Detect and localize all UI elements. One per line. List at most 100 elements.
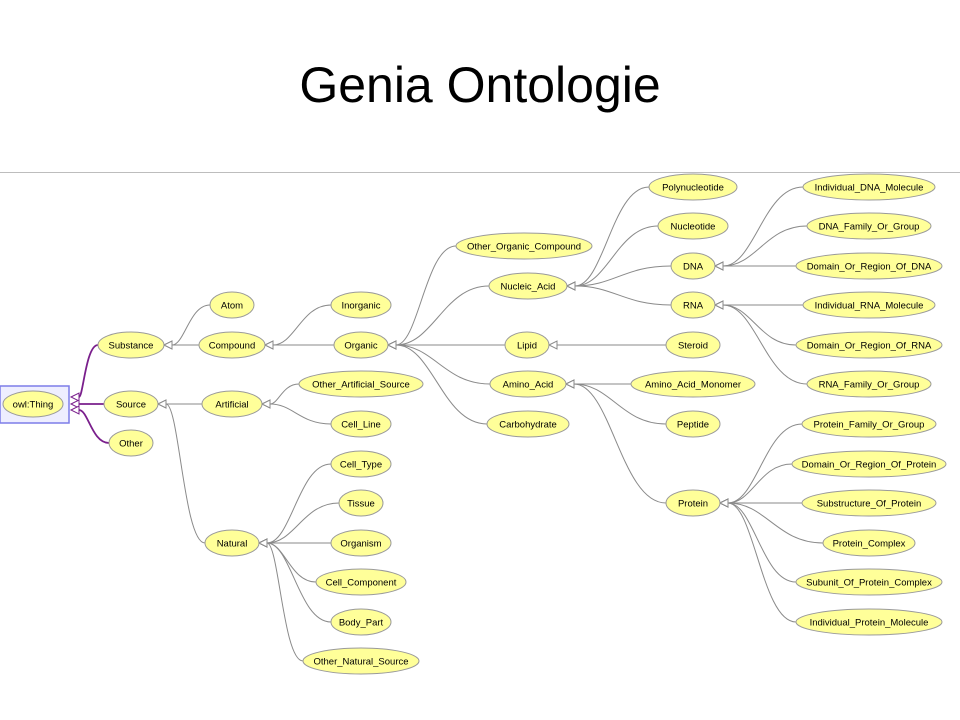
node-domain-or-region-of-dna[interactable]: Domain_Or_Region_Of_DNA [795,252,943,280]
node-organism[interactable]: Organism [330,529,392,557]
node-label: owl:Thing [13,400,54,411]
node-ellipse [108,429,154,457]
node-carbohydrate[interactable]: Carbohydrate [486,410,570,438]
node-body-part[interactable]: Body_Part [330,608,392,636]
node-other-artificial-source[interactable]: Other_Artificial_Source [298,370,424,398]
node-atom[interactable]: Atom [209,291,255,319]
node-ellipse [486,410,570,438]
node-dna-family-or-group[interactable]: DNA_Family_Or_Group [806,212,932,240]
node-ellipse [209,291,255,319]
node-ellipse [791,450,947,478]
node-protein-complex[interactable]: Protein_Complex [822,529,916,557]
node-ellipse [802,173,936,201]
node-protein[interactable]: Protein [665,489,721,517]
node-nucleotide[interactable]: Nucleotide [657,212,729,240]
node-ellipse [806,212,932,240]
node-ellipse [330,410,392,438]
node-ellipse [455,232,593,260]
edge-polynucleotide-to-nucleic_acid [574,186,650,287]
node-dna[interactable]: DNA [670,252,716,280]
node-label: Compound [209,341,255,352]
node-label: Individual_DNA_Molecule [815,183,924,194]
node-ellipse [665,410,721,438]
node-label: Body_Part [339,618,384,629]
node-owl-thing[interactable]: owl:Thing [2,390,64,418]
node-organic[interactable]: Organic [333,331,389,359]
node-steroid[interactable]: Steroid [665,331,721,359]
frame-divider [0,172,960,173]
node-polynucleotide[interactable]: Polynucleotide [648,173,738,201]
node-ellipse [665,331,721,359]
node-individual-dna-molecule[interactable]: Individual_DNA_Molecule [802,173,936,201]
node-protein-family-or-group[interactable]: Protein_Family_Or_Group [801,410,937,438]
node-ellipse [201,390,263,418]
node-label: Substance [109,341,154,352]
node-ellipse [204,529,260,557]
node-label: Steroid [678,341,708,352]
node-ellipse [298,370,424,398]
node-other[interactable]: Other [108,429,154,457]
edge-protein_complex-to-protein [727,502,824,544]
node-ellipse [665,489,721,517]
node-substance[interactable]: Substance [97,331,165,359]
node-label: Amino_Acid [503,380,554,391]
node-lipid[interactable]: Lipid [504,331,550,359]
node-ellipse [338,489,384,517]
node-natural[interactable]: Natural [204,529,260,557]
node-ellipse [330,291,392,319]
edge-cell_type-to-natural [266,463,332,544]
node-individual-rna-molecule[interactable]: Individual_RNA_Molecule [802,291,936,319]
node-rna[interactable]: RNA [670,291,716,319]
edge-natural-to-source [165,403,206,544]
node-rna-family-or-group[interactable]: RNA_Family_Or_Group [806,370,932,398]
node-individual-protein-molecule[interactable]: Individual_Protein_Molecule [795,608,943,636]
node-label: Cell_Type [340,460,382,471]
node-artificial[interactable]: Artificial [201,390,263,418]
node-ellipse [488,272,568,300]
node-amino-acid-monomer[interactable]: Amino_Acid_Monomer [630,370,756,398]
node-source[interactable]: Source [103,390,159,418]
node-domain-or-region-of-protein[interactable]: Domain_Or_Region_Of_Protein [791,450,947,478]
arrowhead-individual_protein_molecule-to-protein [718,498,729,508]
node-cell-line[interactable]: Cell_Line [330,410,392,438]
edge-cell_line-to-artificial [269,403,332,425]
node-ellipse [97,331,165,359]
node-label: Nucleotide [671,222,716,233]
node-tissue[interactable]: Tissue [338,489,384,517]
node-ellipse [795,331,943,359]
node-compound[interactable]: Compound [198,331,266,359]
node-other-organic-compound[interactable]: Other_Organic_Compound [455,232,593,260]
node-domain-or-region-of-rna[interactable]: Domain_Or_Region_Of_RNA [795,331,943,359]
node-substructure-of-protein[interactable]: Substructure_Of_Protein [801,489,937,517]
node-subunit-of-protein-complex[interactable]: Subunit_Of_Protein_Complex [795,568,943,596]
node-amino-acid[interactable]: Amino_Acid [489,370,567,398]
node-ellipse [648,173,738,201]
edge-other_natural_source-to-natural [266,542,304,662]
node-label: Individual_RNA_Molecule [815,301,924,312]
node-label: Natural [217,539,248,550]
edge-individual_dna_molecule-to-dna [722,186,804,267]
edge-rna-to-nucleic_acid [574,285,672,306]
node-cell-type[interactable]: Cell_Type [330,450,392,478]
node-inorganic[interactable]: Inorganic [330,291,392,319]
node-cell-component[interactable]: Cell_Component [315,568,407,596]
node-other-natural-source[interactable]: Other_Natural_Source [302,647,420,675]
node-label: Lipid [517,341,537,352]
arrowhead-source-to-owl_thing [69,399,80,409]
arrowhead-rna-to-nucleic_acid [565,281,576,291]
edge-tissue-to-natural [266,502,340,544]
node-ellipse [504,331,550,359]
arrowhead-rna_family_or_group-to-rna [713,300,724,310]
edge-protein_family_or_group-to-protein [727,423,803,504]
node-label: DNA_Family_Or_Group [819,222,920,233]
edge-rna_family_or_group-to-rna [722,304,808,385]
arrowhead-other-to-owl_thing [69,405,80,415]
node-label: Subunit_Of_Protein_Complex [806,578,932,589]
node-label: Organism [340,539,381,550]
node-label: Atom [221,301,243,312]
arrowhead-other_natural_source-to-natural [257,538,268,548]
node-peptide[interactable]: Peptide [665,410,721,438]
node-nucleic-acid[interactable]: Nucleic_Acid [488,272,568,300]
